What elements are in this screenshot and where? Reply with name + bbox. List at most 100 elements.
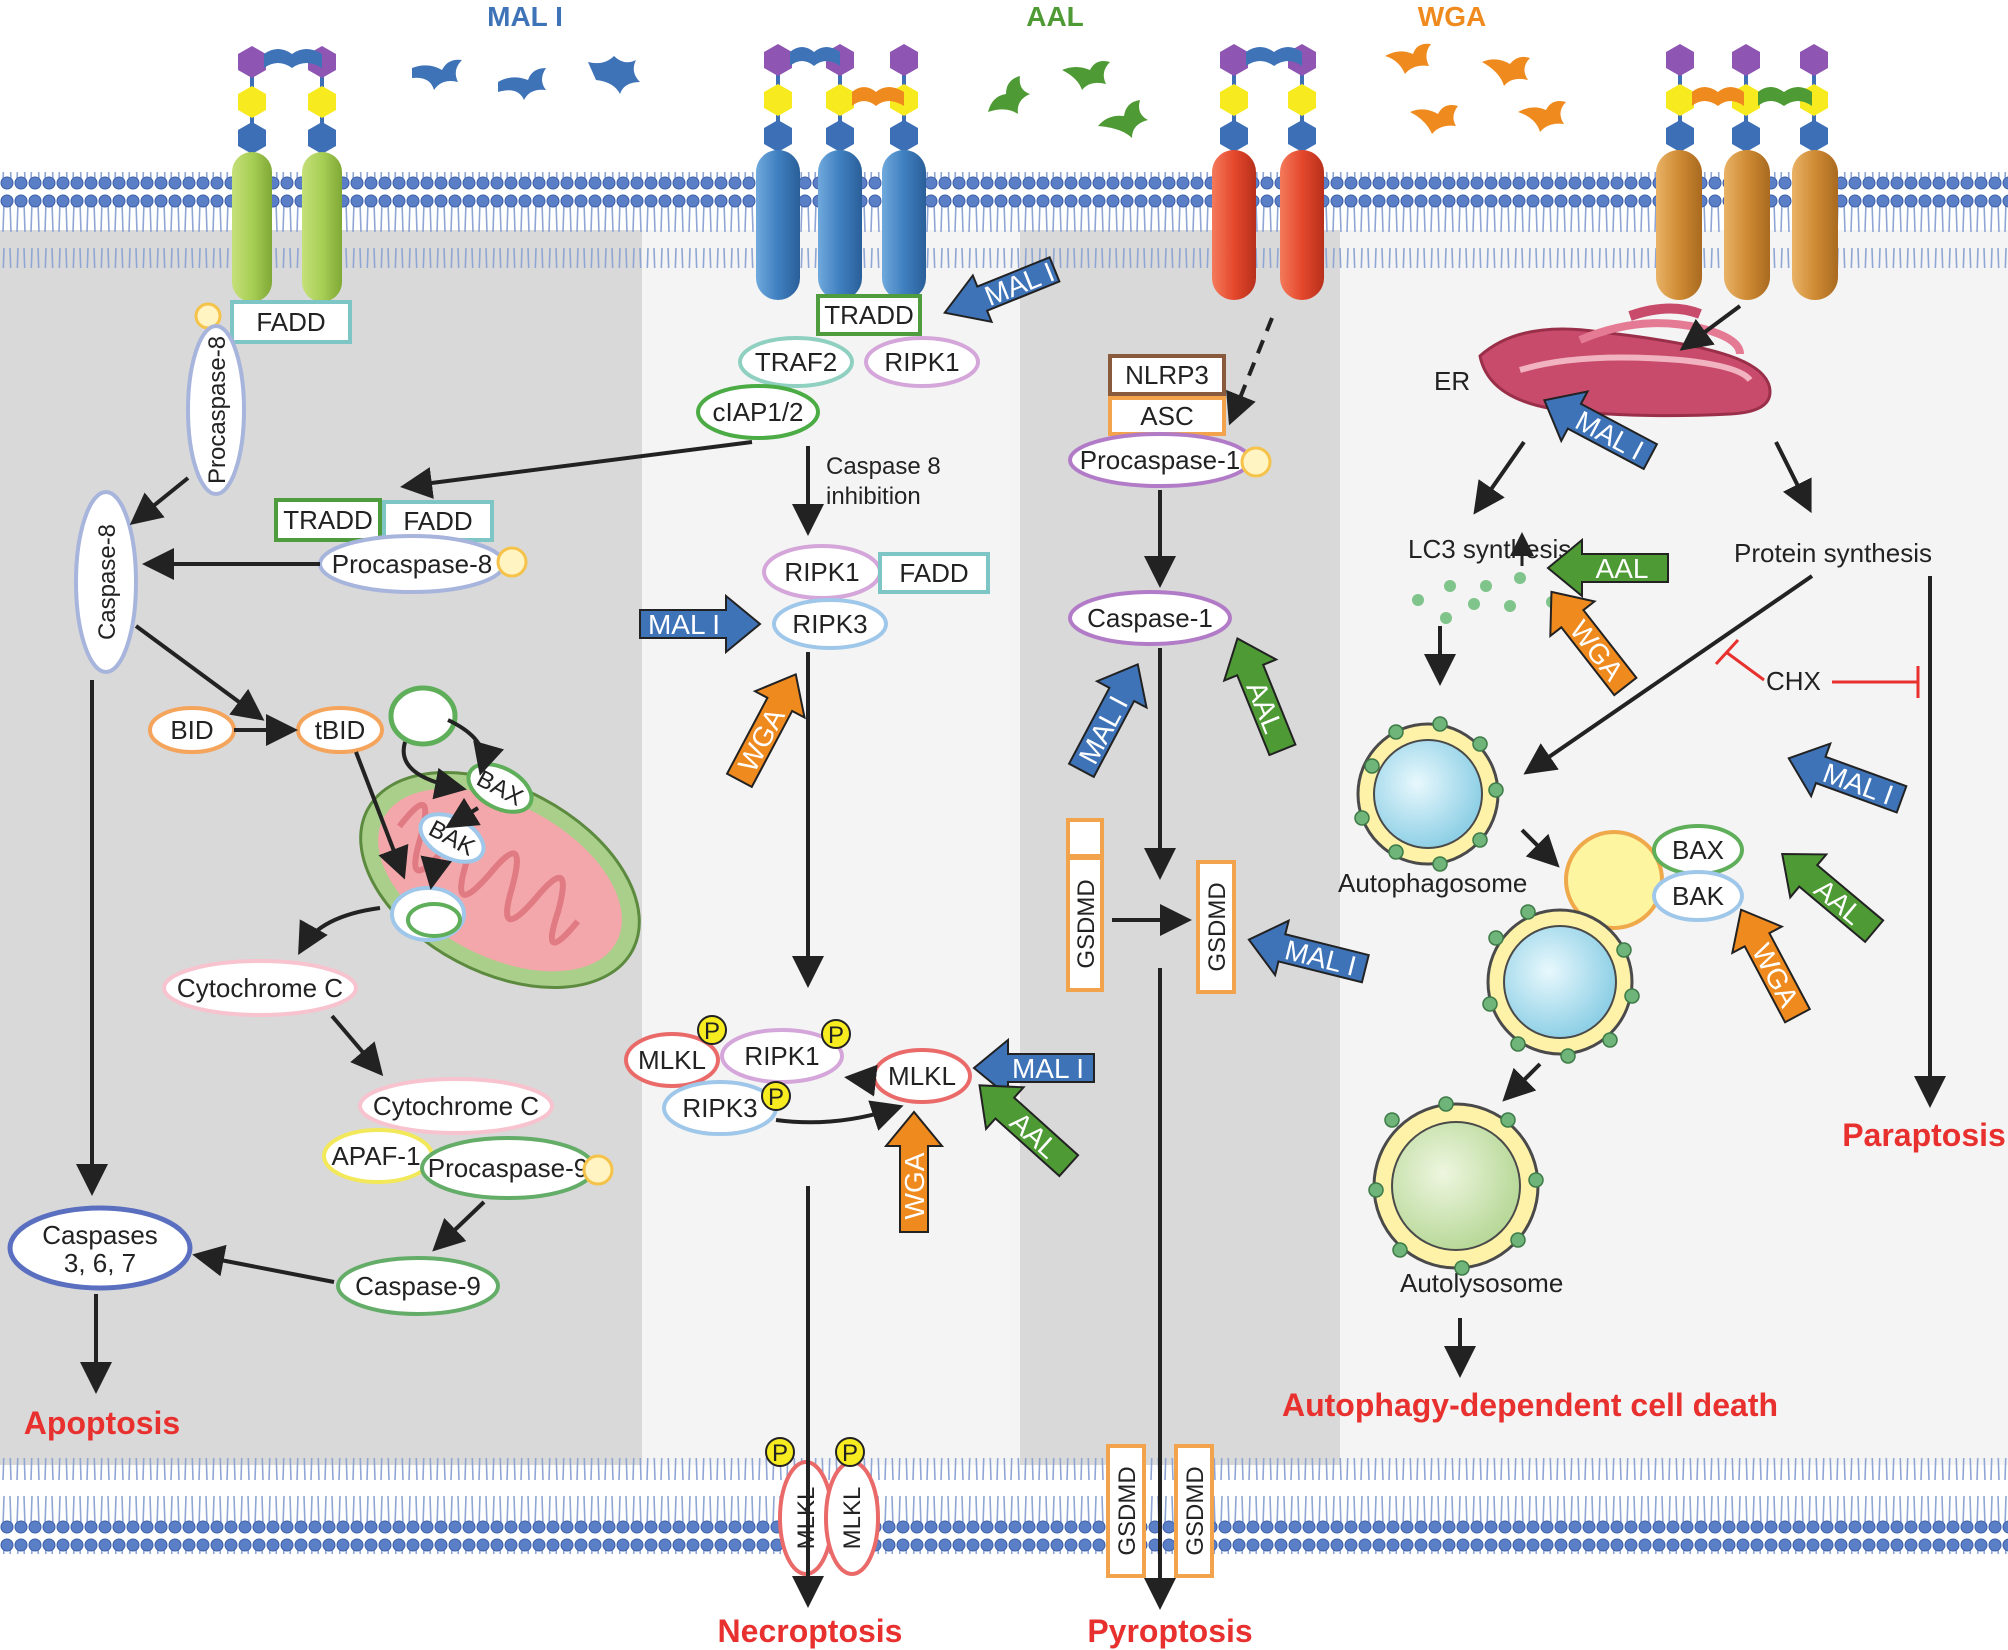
receptor-blue-subunit: [756, 150, 800, 300]
phospho-badge-icon: [765, 1437, 795, 1467]
glycan-sialic-icon: [238, 46, 266, 78]
lectin-wga-icon: [1518, 101, 1566, 132]
lectin-wga-icon: [1385, 43, 1431, 74]
glycan-glcnac-icon: [1666, 120, 1694, 152]
gsdmd-full-label: GSDMD: [1073, 879, 1100, 968]
gsdmd-cleaved-box: [1196, 860, 1236, 994]
fusing-autophagosome-icon: [1486, 908, 1634, 1056]
receptor-orange-subunit: [1656, 150, 1702, 300]
free-lectin-mal-group: [412, 56, 640, 100]
nlrp3-box: [1108, 354, 1226, 396]
gsdmd-membrane-box: [1106, 1444, 1146, 1578]
autophagy-pathway: ER LC3 synthesis Protein synthesis CHX A…: [1282, 303, 2006, 1423]
arrow: [1679, 304, 1742, 351]
glycan-glcnac-icon: [1732, 120, 1760, 152]
tbid-label: tBID: [315, 715, 366, 745]
lectin-wga-icon: [1410, 105, 1458, 134]
arrow: [330, 1014, 384, 1077]
free-lectin-aal-group: [988, 61, 1148, 138]
ripk1-p-label: RIPK1: [744, 1041, 819, 1071]
glycan-sialic-icon: [1800, 44, 1828, 76]
gsdmd-membrane-label: GSDMD: [1114, 1466, 1141, 1555]
phospho-label: P: [768, 1084, 784, 1111]
receptor-blue-subunit: [818, 150, 862, 300]
arrow: [775, 1100, 904, 1131]
cytc2-node: [358, 1077, 554, 1135]
bound-lectin-mal-icon: [1246, 47, 1302, 66]
cytc1-node: [162, 959, 358, 1017]
glycan-sialic-icon: [1220, 44, 1248, 76]
autophagy-outcome-label: Autophagy-dependent cell death: [1282, 1387, 1778, 1423]
phospho-badge-icon: [835, 1437, 865, 1467]
caspase8-node: [74, 490, 138, 674]
paraptosis-outcome-label: Paraptosis: [1842, 1117, 2006, 1153]
fadd-box: [230, 300, 352, 344]
phospho-badge-icon: [697, 1015, 727, 1045]
tbid-node: [296, 706, 384, 754]
arrow: [445, 797, 481, 829]
ciap-node: [696, 384, 820, 440]
glycan-galactose-icon: [238, 86, 266, 118]
glycan-glcnac-icon: [890, 120, 918, 152]
bax-oligomer-node: [388, 685, 458, 747]
procaspase9-label: Procaspase-9: [428, 1153, 588, 1183]
lectin-mal-icon: [412, 59, 462, 90]
cytc1-label: Cytochrome C: [177, 973, 343, 1003]
nlrp3-label: NLRP3: [1125, 360, 1209, 390]
caspase1-label: Caspase-1: [1087, 603, 1213, 633]
er-label: ER: [1434, 366, 1470, 396]
arrow: [401, 741, 467, 800]
lectin-title-aal: AAL: [1026, 1, 1084, 32]
lectin-arrow-aal-label: AAL: [1596, 553, 1649, 584]
fadd-box-a: [382, 500, 494, 542]
glycan-sialic-icon: [764, 44, 792, 76]
arrow: [354, 751, 409, 880]
gsdmd-membrane-label: GSDMD: [1182, 1466, 1209, 1555]
arrow: [447, 718, 504, 776]
ripk3-label: RIPK3: [792, 609, 867, 639]
autophagosome-icon: [1356, 722, 1500, 866]
fadd-label: FADD: [256, 307, 325, 337]
caspases-node: [7, 1205, 193, 1291]
mlkl-membrane-label: MLKL: [839, 1487, 866, 1550]
phospho-label: P: [828, 1022, 844, 1049]
gsdmd-membrane-box: [1174, 1444, 1214, 1578]
arrow: [844, 1064, 878, 1097]
glycan-glcnac-icon: [1800, 120, 1828, 152]
receptor-red-subunit: [1212, 150, 1256, 300]
glycan-glcnac-icon: [1220, 120, 1248, 152]
phospho-label: P: [842, 1440, 858, 1467]
glycan-glcnac-icon: [1288, 120, 1316, 152]
receptor-red-subunit: [1280, 150, 1324, 300]
arrow: [432, 1200, 486, 1252]
glycan-galactose-icon: [1666, 84, 1694, 116]
autolysosome-label: Autolysosome: [1400, 1268, 1563, 1298]
tradd-label-a: TRADD: [283, 505, 373, 535]
bak-label-a: BAK: [1672, 881, 1725, 911]
glycan-sialic-icon: [1666, 44, 1694, 76]
ripk1-node: [864, 336, 980, 388]
gsdmd-cap-box: [1066, 818, 1104, 858]
phospho-label: P: [772, 1440, 788, 1467]
pyroptosis-outcome-label: Pyroptosis: [1087, 1613, 1252, 1649]
glycan-sialic-icon: [890, 44, 918, 76]
arrow: [298, 906, 381, 955]
lectin-aal-icon: [1098, 100, 1148, 138]
tradd-box: [816, 294, 922, 336]
procaspase8b-label: Procaspase-8: [332, 549, 492, 579]
traf2-node: [738, 336, 854, 388]
glycan-glcnac-icon: [764, 120, 792, 152]
lectin-arrow-mal-mlkl: MAL I: [972, 1037, 1095, 1099]
arrow-dashed: [1226, 317, 1274, 426]
fadd-label-a: FADD: [403, 506, 472, 536]
procaspase1-cap: [1240, 446, 1272, 478]
lectin-arrow-aal-lc3: AAL: [1546, 537, 1669, 599]
mlkl-p-label: MLKL: [638, 1045, 706, 1075]
lc3-label: LC3 synthesis: [1408, 534, 1571, 564]
tradd-label: TRADD: [824, 300, 914, 330]
glycan-glcnac-icon: [308, 122, 336, 154]
glycan-glcnac-icon: [238, 122, 266, 154]
ripk3-p-label: RIPK3: [682, 1093, 757, 1123]
bound-lectin-mal-icon: [264, 49, 322, 68]
receptor-green: [232, 46, 342, 302]
